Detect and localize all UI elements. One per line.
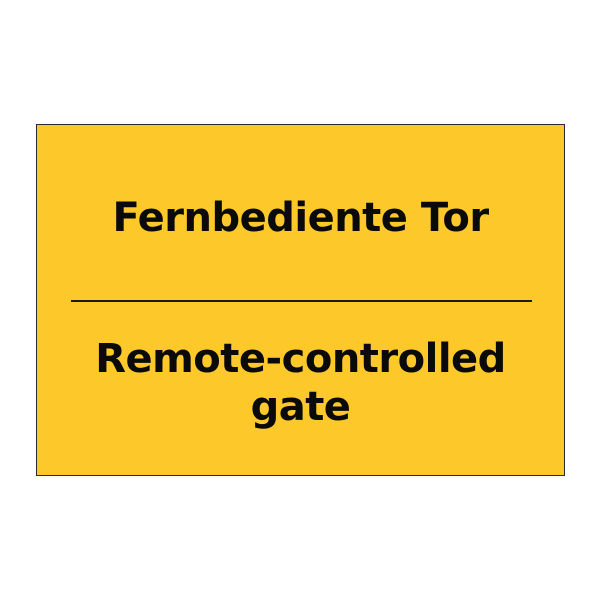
english-label-line1: Remote-controlled (95, 336, 506, 382)
english-label: Remote-controlled gate (37, 335, 564, 431)
english-label-line2: gate (250, 384, 351, 430)
german-label: Fernbediente Tor (112, 195, 489, 241)
sign-panel: Fernbediente Tor Remote-controlled gate (36, 124, 565, 476)
divider-line (71, 300, 532, 302)
